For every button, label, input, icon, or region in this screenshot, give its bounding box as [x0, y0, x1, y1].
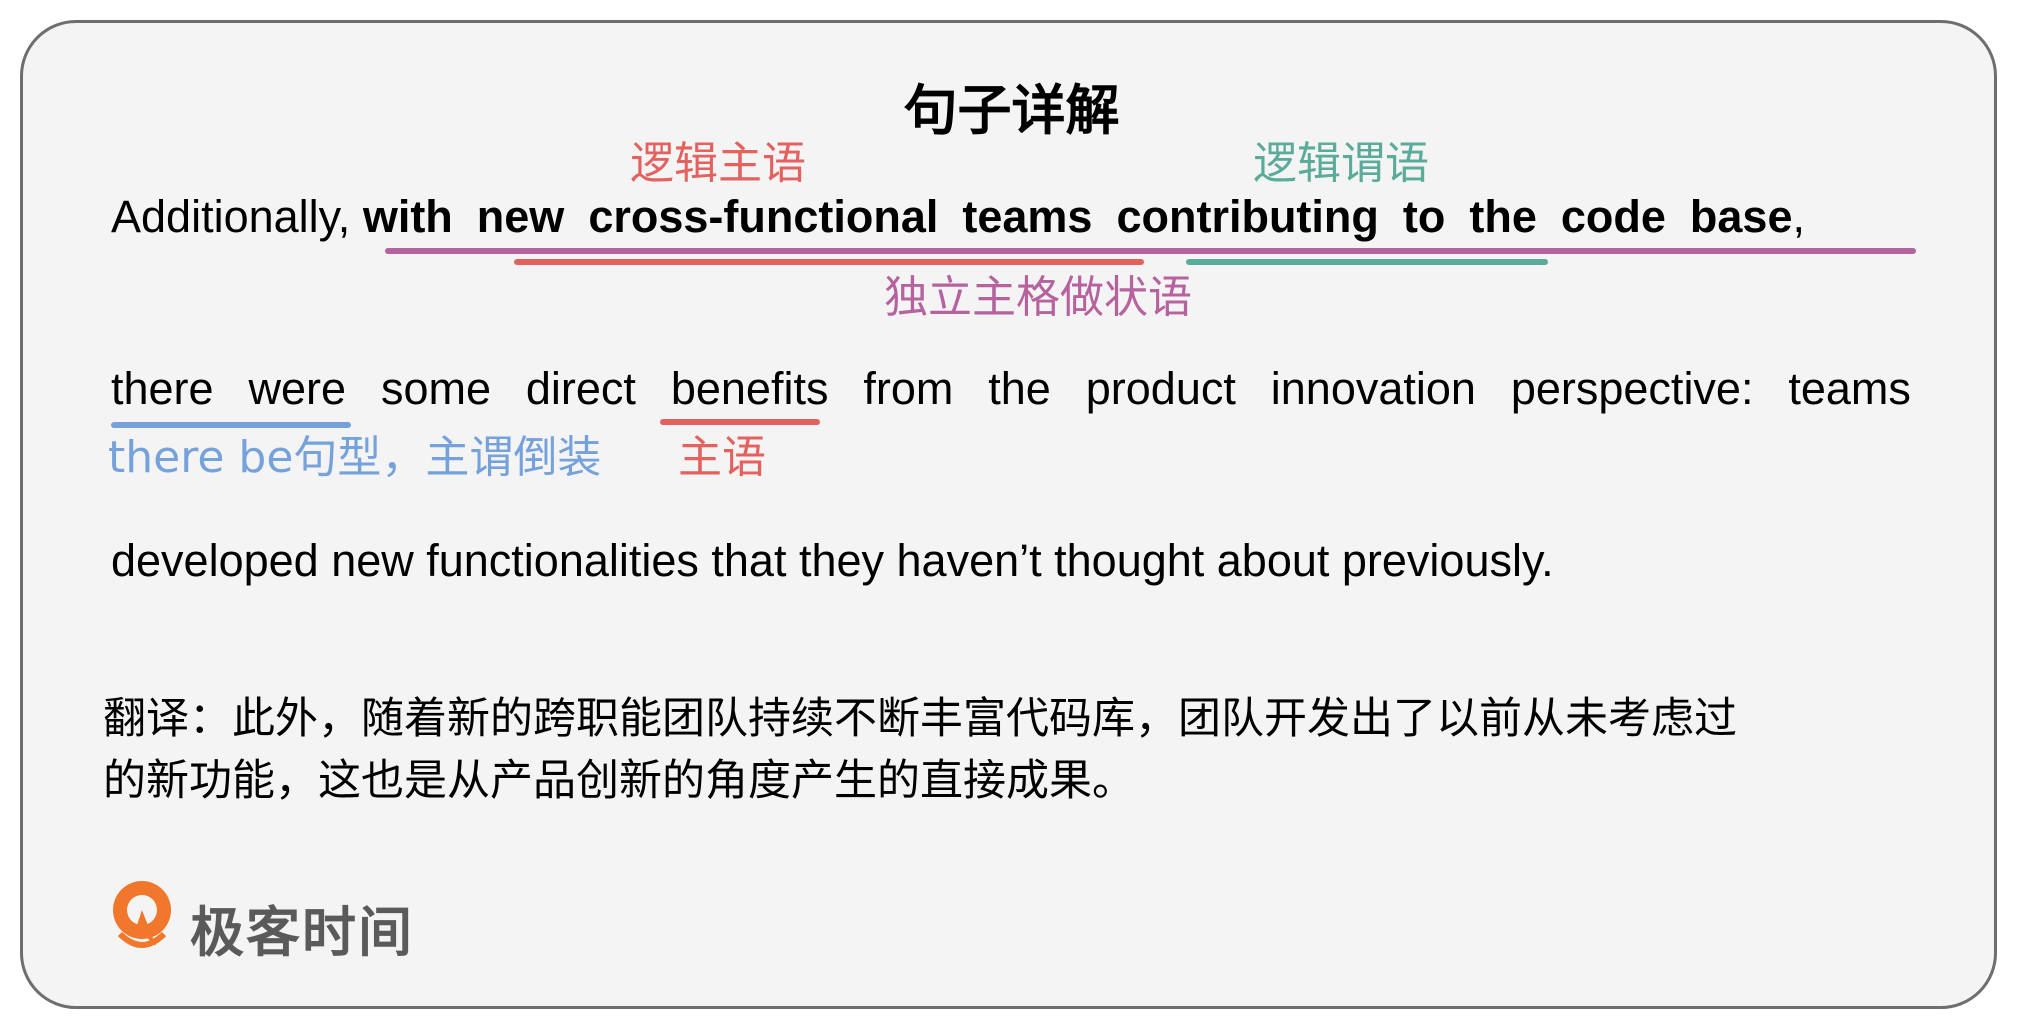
sentence-word: the: [988, 363, 1051, 414]
sentence-word: benefits: [670, 363, 829, 414]
annotation-logical-predicate: 逻辑谓语: [1253, 138, 1429, 189]
phrase-word: teams: [962, 191, 1093, 242]
annotation-absolute-adverbial: 独立主格做状语: [884, 272, 1192, 323]
phrase-word: base: [1689, 191, 1793, 242]
underline-absolute-phrase: [385, 248, 1916, 254]
sentence-word: perspective:: [1510, 363, 1754, 414]
translation: 翻译：此外，随着新的跨职能团队持续不断丰富代码库，团队开发出了以前从未考虑过 的…: [103, 688, 1737, 812]
annotation-there-be: there be句型，主谓倒装: [108, 432, 602, 483]
underline-there-were: [111, 422, 351, 428]
sentence-word: teams: [1788, 363, 1911, 414]
sentence-word: direct: [525, 363, 636, 414]
sentence-word: innovation: [1270, 363, 1476, 414]
translation-line-2: 的新功能，这也是从产品创新的角度产生的直接成果。: [103, 756, 1135, 806]
sentence-word: product: [1085, 363, 1236, 414]
phrase-word: the: [1469, 191, 1537, 242]
sentence-card: [20, 20, 1997, 1009]
phrase-word: contributing: [1116, 191, 1379, 242]
underline-benefits: [660, 419, 820, 425]
sentence-word: from: [863, 363, 954, 414]
sentence-comma: ,: [1792, 191, 1806, 242]
geektime-logo-icon: [113, 881, 171, 948]
underline-logical-predicate: [1186, 259, 1548, 265]
sentence-word: were: [248, 363, 347, 414]
sentence-word: there: [111, 363, 214, 414]
phrase-word: with: [362, 191, 453, 242]
annotation-logical-subject: 逻辑主语: [630, 138, 806, 189]
annotation-subject: 主语: [678, 432, 766, 483]
phrase-word: cross-functional: [588, 191, 939, 242]
logo-text: 极客时间: [190, 901, 414, 964]
phrase-word: new: [476, 191, 565, 242]
underline-logical-subject: [514, 259, 1144, 265]
page-title: 句子详解: [903, 79, 1120, 142]
sentence-line-3: developed new functionalities that they …: [111, 535, 1554, 586]
phrase-word: to: [1402, 191, 1446, 242]
phrase-word: code: [1560, 191, 1666, 242]
translation-line-1: 翻译：此外，随着新的跨职能团队持续不断丰富代码库，团队开发出了以前从未考虑过: [103, 694, 1737, 744]
sentence-word: some: [380, 363, 491, 414]
sentence-prefix: Additionally,: [111, 191, 363, 242]
